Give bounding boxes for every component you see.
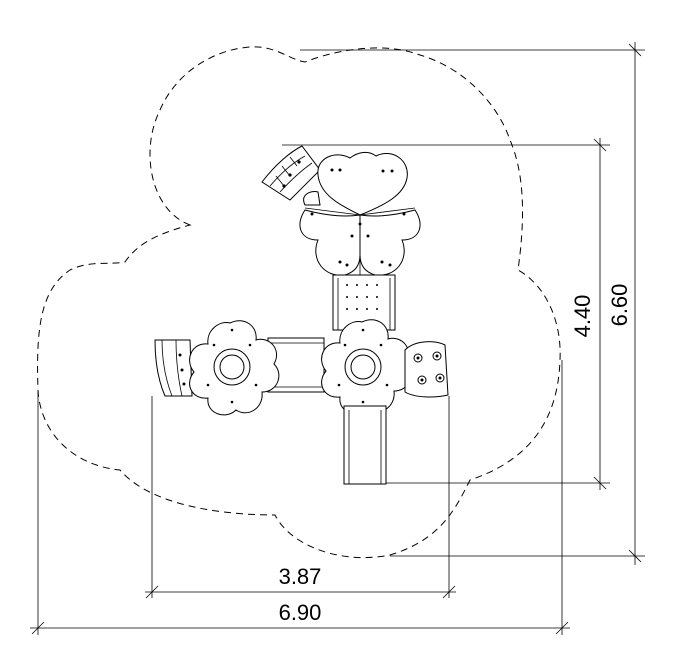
dimension-total-depth: 6.60: [300, 42, 645, 565]
dimension-label-total-depth: 6.60: [607, 284, 632, 327]
straight-slide-bottom: [343, 405, 387, 485]
dimension-equipment-depth: 4.40: [282, 138, 610, 490]
safety-zone-outline: [37, 46, 561, 559]
flower-platform-center: [321, 319, 412, 415]
dimension-label-equipment-width: 3.87: [279, 564, 322, 589]
curved-slide-left: [154, 339, 193, 397]
dimension-total-width: 6.90: [30, 360, 570, 635]
dimension-label-total-width: 6.90: [279, 600, 322, 625]
climbing-panel: [404, 341, 449, 398]
flower-platform-left: [189, 320, 280, 416]
dimension-equipment-width: 3.87: [145, 396, 456, 599]
dimension-label-equipment-depth: 4.40: [570, 295, 595, 338]
tower-roof-trefoil: [299, 151, 421, 276]
